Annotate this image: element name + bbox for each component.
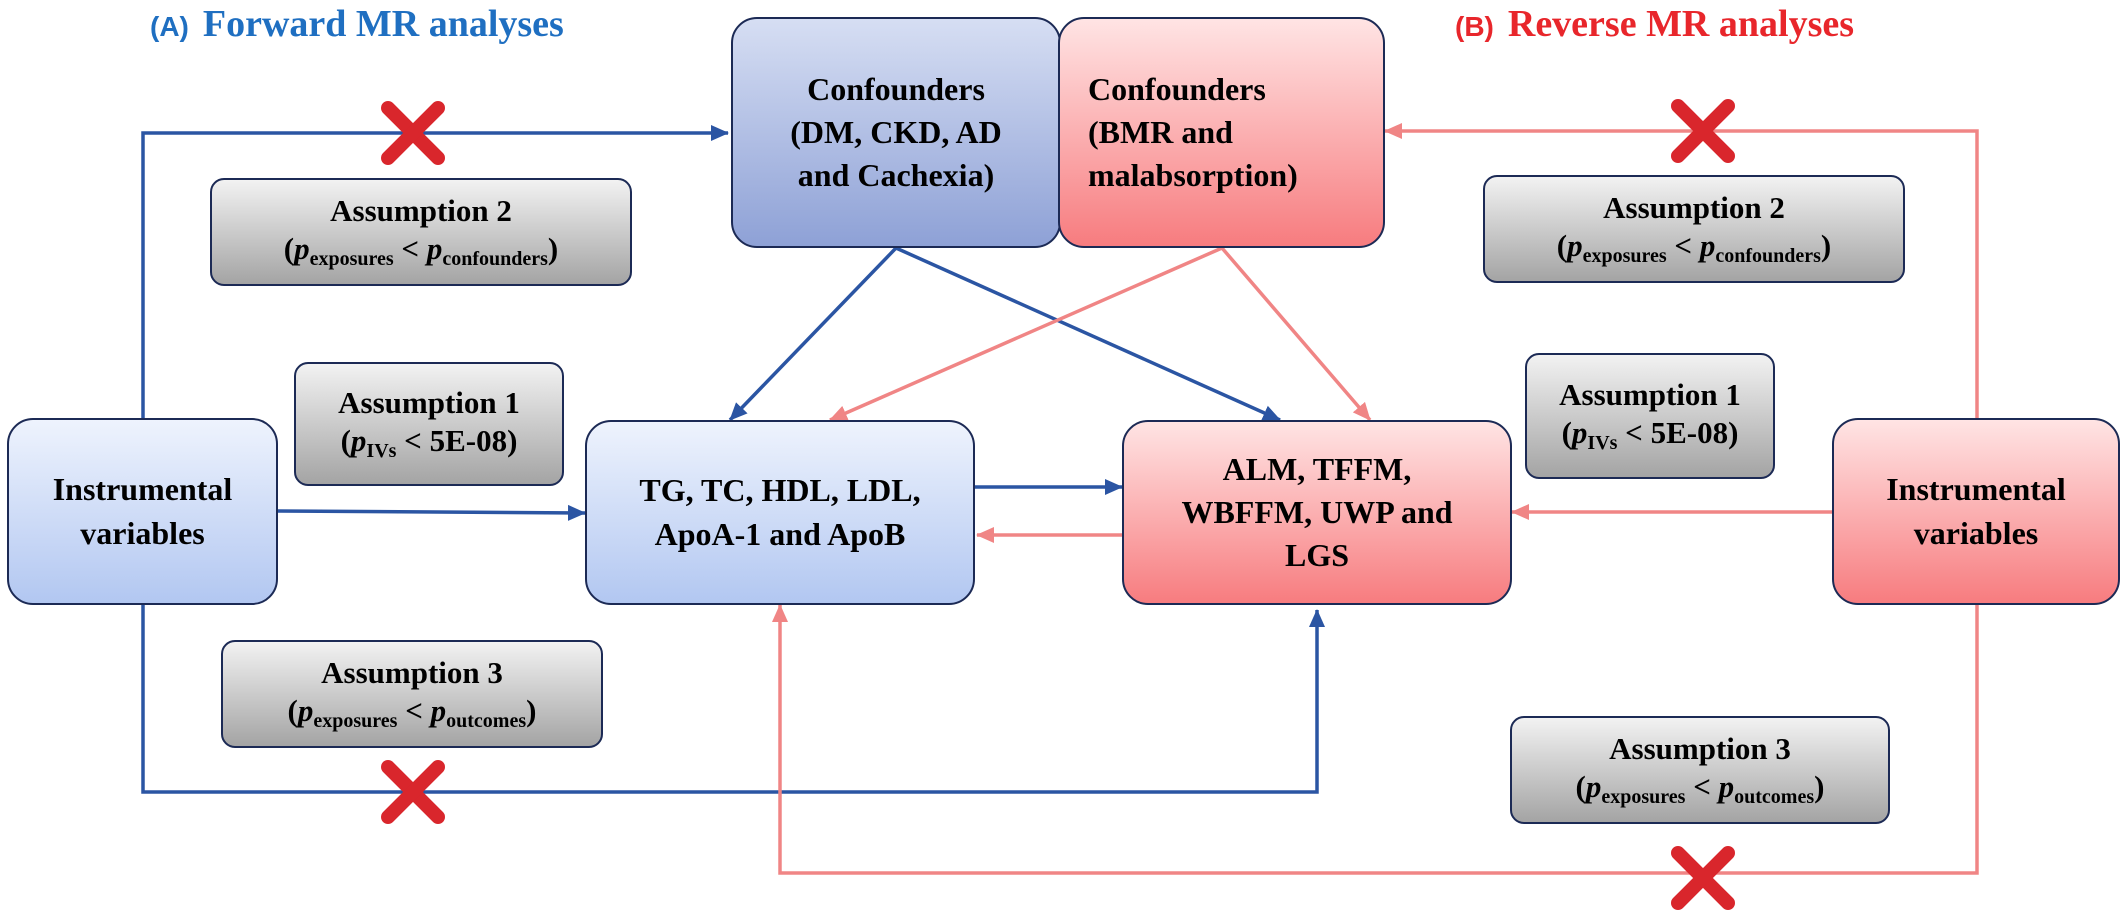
assumption-3-forward-box: Assumption 3 (pexposures < poutcomes) xyxy=(221,640,603,748)
assumption-2-reverse-formula: (pexposures < pconfounders) xyxy=(1556,228,1832,268)
confounders-forward-label: Confounders (DM, CKD, AD and Cachexia) xyxy=(790,70,1002,194)
reverse-confounders-to-muscle-path xyxy=(1220,246,1372,422)
reverse-iv-to-confounders-path xyxy=(1384,123,1979,418)
reverse-heading-tag: (B) xyxy=(1455,11,1494,42)
assumption-3-forward-formula: (pexposures < poutcomes) xyxy=(287,693,537,733)
forward-confounders-to-muscle-path xyxy=(895,246,1281,422)
forward-heading-title: Forward MR analyses xyxy=(202,3,564,45)
cross-icon xyxy=(1671,846,1735,910)
confounders-reverse-box: Confounders (BMR and malabsorption) xyxy=(1058,17,1385,248)
assumption-1-reverse-formula: (pIVs < 5E-08) xyxy=(1561,415,1739,455)
assumption-1-forward-box: Assumption 1 (pIVs < 5E-08) xyxy=(294,362,564,486)
reverse-confounders-to-lipids-path xyxy=(829,246,1223,422)
assumption-2-forward-box: Assumption 2 (pexposures < pconfounders) xyxy=(210,178,632,286)
forward-confounders-to-lipids-path xyxy=(728,246,898,422)
instrumental-variables-left-label: Instrumental variables xyxy=(52,471,233,551)
cross-icon xyxy=(1671,99,1735,163)
muscle-traits-label: ALM, TFFM, WBFFM, UWP and LGS xyxy=(1181,450,1453,574)
instrumental-variables-right-box: Instrumental variables xyxy=(1832,418,2120,605)
reverse-heading: (B) Reverse MR analyses xyxy=(1455,2,1854,46)
assumption-2-forward-formula: (pexposures < pconfounders) xyxy=(283,231,559,271)
forward-heading: (A) Forward MR analyses xyxy=(150,2,564,46)
assumption-2-reverse-box: Assumption 2 (pexposures < pconfounders) xyxy=(1483,175,1905,283)
reverse-heading-title: Reverse MR analyses xyxy=(1507,3,1855,45)
assumption-2-forward-title: Assumption 2 xyxy=(330,192,512,228)
assumption-1-forward-title: Assumption 1 xyxy=(338,384,520,420)
assumption-2-reverse-title: Assumption 2 xyxy=(1603,189,1785,225)
assumption-3-reverse-formula: (pexposures < poutcomes) xyxy=(1575,769,1825,809)
instrumental-variables-left-box: Instrumental variables xyxy=(7,418,278,605)
forward-iv-to-lipids-path xyxy=(277,504,586,521)
cross-icon xyxy=(381,760,445,824)
lipids-box: TG, TC, HDL, LDL, ApoA-1 and ApoB xyxy=(585,420,975,605)
assumption-3-reverse-title: Assumption 3 xyxy=(1609,730,1791,766)
instrumental-variables-right-label: Instrumental variables xyxy=(1886,471,2066,551)
reverse-iv-to-lipids-path xyxy=(772,604,1979,875)
confounders-reverse-label: Confounders (BMR and malabsorption) xyxy=(1088,70,1298,194)
assumption-1-reverse-box: Assumption 1 (pIVs < 5E-08) xyxy=(1525,353,1775,479)
assumption-3-forward-title: Assumption 3 xyxy=(321,654,503,690)
assumption-3-reverse-box: Assumption 3 (pexposures < poutcomes) xyxy=(1510,716,1890,824)
assumption-1-reverse-title: Assumption 1 xyxy=(1559,376,1741,412)
cross-icon xyxy=(381,101,445,165)
forward-heading-tag: (A) xyxy=(150,11,189,42)
forward-iv-to-muscle-path xyxy=(141,605,1325,794)
muscle-traits-box: ALM, TFFM, WBFFM, UWP and LGS xyxy=(1122,420,1512,605)
forward-iv-to-confounders-path xyxy=(141,125,729,418)
confounders-forward-box: Confounders (DM, CKD, AD and Cachexia) xyxy=(731,17,1061,248)
assumption-1-forward-formula: (pIVs < 5E-08) xyxy=(340,423,518,463)
lipids-label: TG, TC, HDL, LDL, ApoA-1 and ApoB xyxy=(639,472,921,552)
